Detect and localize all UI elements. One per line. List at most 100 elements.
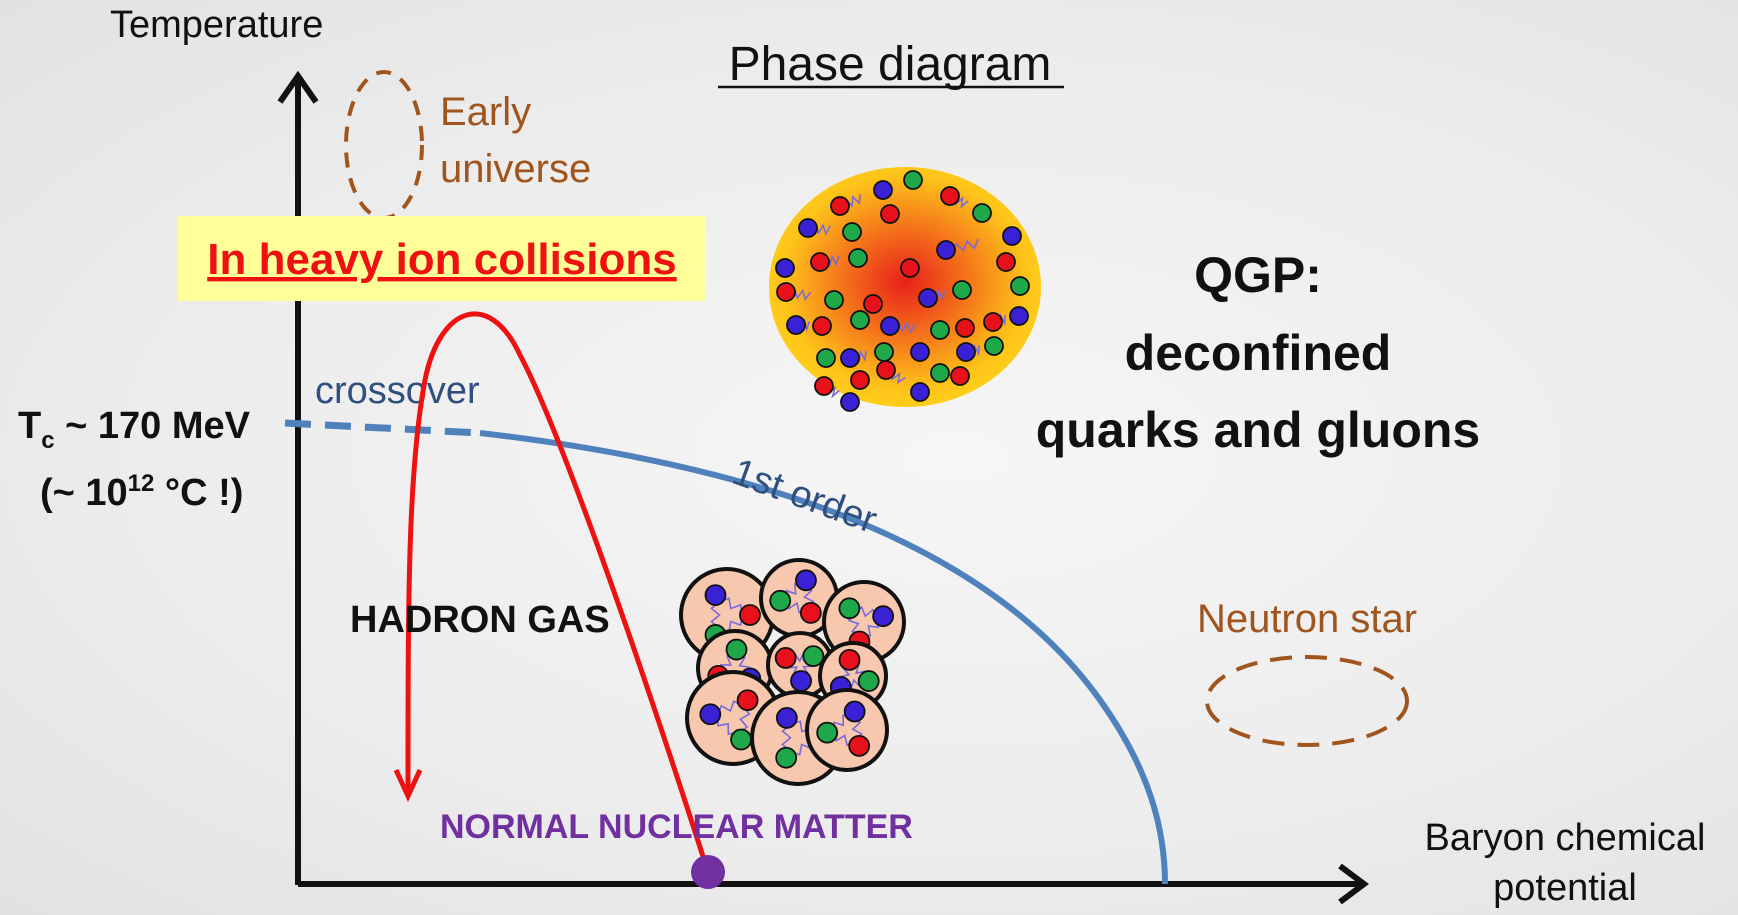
tc-celsius: (~ 1012 °C !) [40, 470, 243, 514]
hadron-icon [685, 670, 781, 766]
quark-icon [814, 376, 834, 396]
tc-t: T [18, 405, 41, 447]
quark-icon [775, 258, 795, 278]
quark-icon [848, 248, 868, 268]
quark-icon [940, 186, 960, 206]
quark-icon [955, 318, 975, 338]
quark-icon [880, 204, 900, 224]
tc-celsius-end: °C !) [154, 472, 243, 514]
quark-icon [790, 670, 812, 692]
first-order-line [479, 430, 1168, 885]
quark-icon [850, 370, 870, 390]
quark-icon [843, 700, 866, 723]
hadron-gas-illustration [679, 558, 906, 786]
quark-icon [802, 645, 825, 668]
quark-icon [769, 589, 792, 612]
quark-icon [775, 746, 798, 769]
quark-icon [918, 288, 938, 308]
quark-icon [840, 348, 860, 368]
quark-icon [795, 569, 817, 592]
quark-icon [903, 170, 923, 190]
quark-icon [812, 316, 832, 336]
quark-icon [956, 342, 976, 362]
normal-nuclear-matter-label: NORMAL NUCLEAR MATTER [440, 808, 913, 846]
quark-icon [798, 218, 818, 238]
hadron-icon [822, 580, 906, 664]
quark-icon [863, 294, 883, 314]
quark-icon [850, 310, 870, 330]
qgp-label-line2: deconfined [1125, 325, 1392, 381]
quark-icon [910, 382, 930, 402]
quark-icon [930, 363, 950, 383]
quark-icon [816, 721, 839, 744]
quark-icon [930, 320, 950, 340]
hadron-icon [805, 688, 889, 772]
qgp-label-line3: quarks and gluons [1036, 402, 1481, 458]
y-axis-arrowhead [277, 70, 319, 104]
qgp-blob [769, 167, 1041, 407]
hadron-gas-label: HADRON GAS [350, 599, 610, 641]
quark-icon [910, 342, 930, 362]
quark-icon [873, 180, 893, 200]
quark-icon [983, 312, 1003, 332]
early-universe-ellipse [344, 70, 424, 220]
quark-icon [776, 282, 796, 302]
quark-icon [810, 252, 830, 272]
early-universe-line1: Early [440, 90, 531, 134]
quark-icon [848, 734, 871, 757]
neutron-star-ellipse [1205, 655, 1409, 747]
qgp-quarks [775, 170, 1030, 412]
quark-icon [704, 584, 727, 606]
quark-icon [774, 647, 797, 669]
quark-icon [900, 258, 920, 278]
quark-icon [842, 222, 862, 242]
quark-icon [936, 240, 956, 260]
quark-icon [775, 706, 798, 729]
normal-nuclear-matter-point [691, 855, 725, 889]
quark-icon [876, 360, 896, 380]
y-axis-label: Temperature [110, 4, 323, 46]
crossover-dashed-line [284, 419, 481, 437]
heavy-ion-banner-text: In heavy ion collisions [207, 235, 676, 284]
quark-icon [739, 604, 761, 626]
page-title: Phase diagram [729, 38, 1052, 91]
quark-icon [786, 315, 806, 335]
quark-icon [699, 703, 722, 726]
first-order-label: 1st order [727, 451, 883, 542]
quark-icon [799, 601, 822, 624]
quark-icon [725, 638, 748, 661]
tc-subscript: c [41, 427, 54, 454]
quark-icon [1002, 226, 1022, 246]
quark-icon [830, 196, 850, 216]
crossover-label: crossover [315, 370, 480, 412]
quark-icon [1009, 306, 1029, 326]
qgp-illustration [769, 167, 1041, 412]
quark-icon [874, 342, 894, 362]
quark-icon [816, 348, 836, 368]
quark-icon [1010, 276, 1030, 296]
quark-icon [984, 336, 1004, 356]
heavy-ion-banner-box [178, 216, 706, 301]
quark-icon [838, 648, 861, 671]
collision-trajectory [405, 311, 711, 873]
tc-exponent: 12 [128, 470, 155, 497]
neutron-star-label: Neutron star [1197, 597, 1417, 641]
axes [277, 70, 1369, 905]
quark-icon [840, 392, 860, 412]
qgp-label-line1: QGP: [1194, 247, 1322, 303]
tc-value: ~ 170 MeV [55, 405, 251, 447]
quark-icon [824, 290, 844, 310]
quark-icon [880, 316, 900, 336]
quark-icon [730, 728, 753, 751]
quark-icon [872, 605, 895, 628]
tc-celsius-start: (~ 10 [40, 472, 128, 514]
tc-label: Tc ~ 170 MeV [18, 405, 251, 454]
quark-icon [996, 252, 1016, 272]
quark-icon [736, 689, 759, 712]
quark-icon [972, 203, 992, 223]
x-axis-arrowhead [1338, 863, 1369, 905]
quark-icon [950, 366, 970, 386]
quark-icon [952, 280, 972, 300]
trajectory-arrowhead [393, 768, 423, 802]
